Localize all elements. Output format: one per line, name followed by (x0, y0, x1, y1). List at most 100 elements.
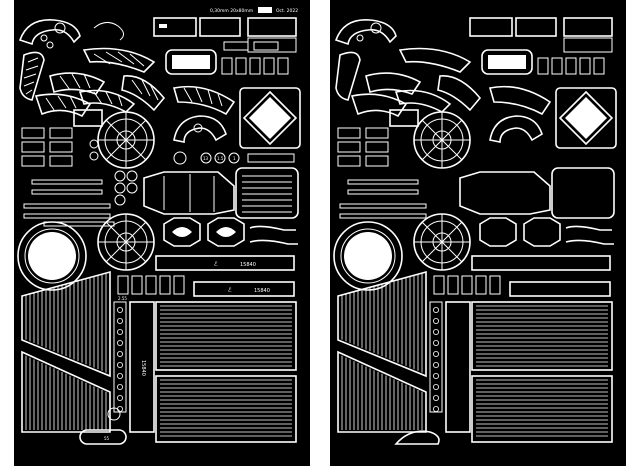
redaction-block (258, 7, 272, 13)
logo-mark-b: ℰ (228, 287, 232, 294)
crown-part-small (489, 115, 543, 143)
wheel-large-1 (97, 111, 155, 169)
svg-text:13: 13 (203, 156, 209, 161)
plate-number-a (155, 255, 295, 271)
vent-plate (235, 167, 299, 219)
hex-plate-1 (163, 217, 201, 247)
hex-plate-1 (479, 217, 517, 247)
lever-1 (249, 225, 296, 231)
plate-top-1 (153, 17, 197, 37)
vent-lines (242, 175, 292, 213)
etch-dot (433, 405, 440, 412)
spec-text: 0,30mm 20x80mm (210, 8, 253, 14)
etch-dot (117, 306, 124, 313)
fret-drawing-left: 0,30mm 20x80mm Oct. 2022 (17, 7, 301, 445)
grille-stripes (341, 273, 423, 430)
plate-top-3 (563, 17, 613, 37)
crown-hole (40, 34, 48, 42)
diamond-plate (239, 87, 301, 149)
screen-window (172, 55, 210, 69)
plate-top-1 (469, 17, 513, 37)
diamond-plate (555, 87, 617, 149)
screen-frame (481, 49, 533, 75)
part-number-a: 15840 (240, 262, 256, 268)
lever-2 (249, 239, 298, 245)
etch-dot (117, 383, 124, 390)
etch-dot (433, 306, 440, 313)
plate-blank-a (471, 255, 611, 271)
grille-large-left (21, 270, 111, 433)
svg-text:1.5: 1.5 (217, 156, 224, 161)
hex-eye-1 (172, 227, 192, 237)
small-parts-left (21, 109, 103, 167)
crown-hole (54, 22, 66, 34)
crown-hole (356, 34, 364, 42)
vertical-plate (129, 301, 155, 433)
crown-hole (46, 41, 54, 49)
wheel-large-1 (413, 111, 471, 169)
grille-stripes (25, 273, 107, 430)
etch-dot (117, 328, 124, 335)
dot-column (433, 306, 440, 412)
etch-dot (433, 350, 440, 357)
lever-2 (565, 239, 614, 245)
svg-text:1: 1 (233, 156, 236, 161)
crown-hole (370, 22, 382, 34)
striped-panel-1 (155, 301, 297, 371)
chassis-ribs (163, 174, 215, 212)
plate-top-2 (515, 17, 557, 37)
small-label-b: 55 (104, 436, 110, 441)
small-parts-left (337, 109, 419, 167)
etch-dot (117, 350, 124, 357)
wheel-large-2 (97, 213, 155, 271)
fret-sheet-left: 0,30mm 20x80mm Oct. 2022 (14, 0, 310, 466)
etch-dot (117, 394, 124, 401)
etch-dot (433, 383, 440, 390)
plate-number-b (193, 281, 295, 297)
chassis-frame (459, 171, 551, 215)
rail-strips (23, 179, 115, 227)
logo-tag (79, 429, 127, 445)
diamond-fill (565, 97, 607, 139)
etch-dot (117, 405, 124, 412)
bracket-row-mid (117, 275, 185, 295)
crown-part-small (173, 115, 227, 143)
etch-dot (117, 339, 124, 346)
numbered-discs: 13 1.5 1 (173, 151, 295, 165)
etch-dot (433, 394, 440, 401)
etch-dot (117, 361, 124, 368)
chassis-frame (143, 171, 235, 215)
bracket-row-mid (433, 275, 501, 295)
disc-column (114, 170, 138, 206)
fret-sheet-right (330, 0, 626, 466)
fret-drawing-right (333, 17, 617, 445)
screen-window (488, 55, 526, 69)
etch-dot (117, 372, 124, 379)
etch-dot (433, 328, 440, 335)
wheel-large-3 (17, 221, 87, 291)
teardrop-part (394, 430, 440, 445)
diamond-inner (558, 90, 614, 146)
bracket-row (221, 41, 289, 75)
spec-text-tail: Oct. 2022 (276, 8, 298, 14)
panel-stripes (160, 305, 292, 437)
striped-panel-2 (155, 375, 297, 443)
panel-stripes (476, 305, 608, 437)
crown-part (334, 19, 397, 46)
plate-blank-b (509, 281, 611, 297)
part-number-b: 15840 (254, 288, 270, 294)
crown-part (18, 19, 81, 46)
logo-mark-a: ℰ (214, 261, 218, 268)
bracket-row (537, 57, 605, 75)
plate-top-2 (199, 17, 241, 37)
grille-group (19, 47, 236, 118)
dot-strip (429, 301, 443, 413)
lever-1 (565, 225, 612, 231)
wheel-large-2 (413, 213, 471, 271)
striped-panel-2 (471, 375, 613, 443)
diamond-fill (249, 97, 291, 139)
part-number-vertical: 15840 (140, 360, 146, 376)
rail-strips (339, 179, 427, 219)
small-label-a: 2.55 (118, 296, 127, 301)
striped-panel-1 (471, 301, 613, 371)
